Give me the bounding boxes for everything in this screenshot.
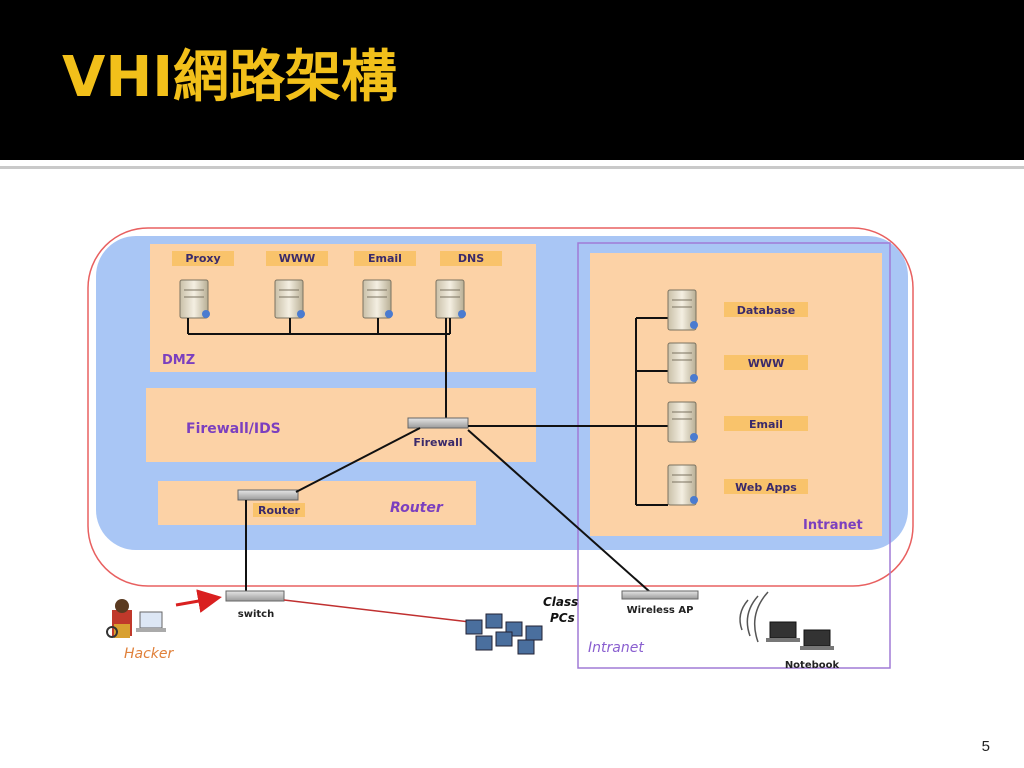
- intranet-www-server-icon: [667, 342, 698, 384]
- switch-icon: [225, 590, 285, 602]
- header-divider: [0, 166, 1024, 169]
- intranet-server-label-www: WWW: [748, 357, 784, 370]
- intranet-badge: [724, 355, 808, 370]
- router-zone: [158, 481, 476, 525]
- wireless-ap-label: Wireless AP: [627, 605, 694, 616]
- class-pcs-label-1: Class: [543, 595, 578, 609]
- page-number: 5: [981, 738, 990, 755]
- intranet-badge: [724, 302, 808, 317]
- hacker-icon: [106, 599, 166, 638]
- intranet-bus-lines: [635, 317, 668, 506]
- dmz-bus-lines: [187, 318, 451, 420]
- dmz-badge: [172, 251, 234, 266]
- intranet-badge: [724, 479, 808, 494]
- class-pcs-icon: [465, 613, 543, 655]
- dmz-label: DMZ: [162, 353, 195, 368]
- switch-label: switch: [238, 609, 274, 620]
- database-server-icon: [667, 289, 698, 331]
- notebook-icon: [766, 621, 834, 650]
- slide-title: VHI網路架構: [62, 45, 398, 110]
- switch-to-pcs-link: [283, 599, 471, 623]
- dmz-badge: [440, 251, 502, 266]
- email-server-icon: [362, 279, 393, 319]
- dmz-server-label-proxy: Proxy: [185, 252, 220, 265]
- router-device-label: Router: [258, 504, 301, 517]
- router-device-icon: [237, 489, 299, 501]
- dmz-server-label-dns: DNS: [458, 252, 484, 265]
- dmz-server-label-www: WWW: [279, 252, 315, 265]
- proxy-server-icon: [179, 279, 210, 319]
- dmz-server-label-email: Email: [368, 252, 402, 265]
- slide-header: [0, 0, 1024, 160]
- wireless-signal-icon: [739, 591, 769, 643]
- outside-intranet-label: Intranet: [588, 640, 644, 656]
- intranet-badge: [724, 416, 808, 431]
- router-zone-label: Router: [390, 500, 444, 516]
- notebook-label: Notebook: [785, 660, 840, 671]
- dns-server-icon: [435, 279, 466, 319]
- wireless-ap-icon: [621, 590, 699, 600]
- intranet-email-server-icon: [667, 401, 698, 443]
- www-server-icon: [274, 279, 305, 319]
- router-badge: [253, 503, 305, 517]
- intranet-server-label-web-apps: Web Apps: [735, 481, 797, 494]
- network-links: [245, 425, 651, 593]
- dmz-badge: [354, 251, 416, 266]
- intranet-zone-label: Intranet: [803, 518, 863, 533]
- attack-arrow: [175, 589, 222, 613]
- dmz-badge: [266, 251, 328, 266]
- firewall-device-icon: [407, 417, 469, 429]
- class-pcs-label-2: PCs: [550, 611, 575, 625]
- web-apps-server-icon: [667, 464, 698, 506]
- intranet-server-label-database: Database: [737, 304, 796, 317]
- firewall-zone-label: Firewall/IDS: [186, 421, 281, 437]
- hacker-label: Hacker: [124, 646, 175, 662]
- intranet-server-label-email: Email: [749, 418, 783, 431]
- firewall-device-label: Firewall: [413, 436, 462, 449]
- outer-boundary: [87, 227, 914, 587]
- intranet-frame: [577, 242, 891, 669]
